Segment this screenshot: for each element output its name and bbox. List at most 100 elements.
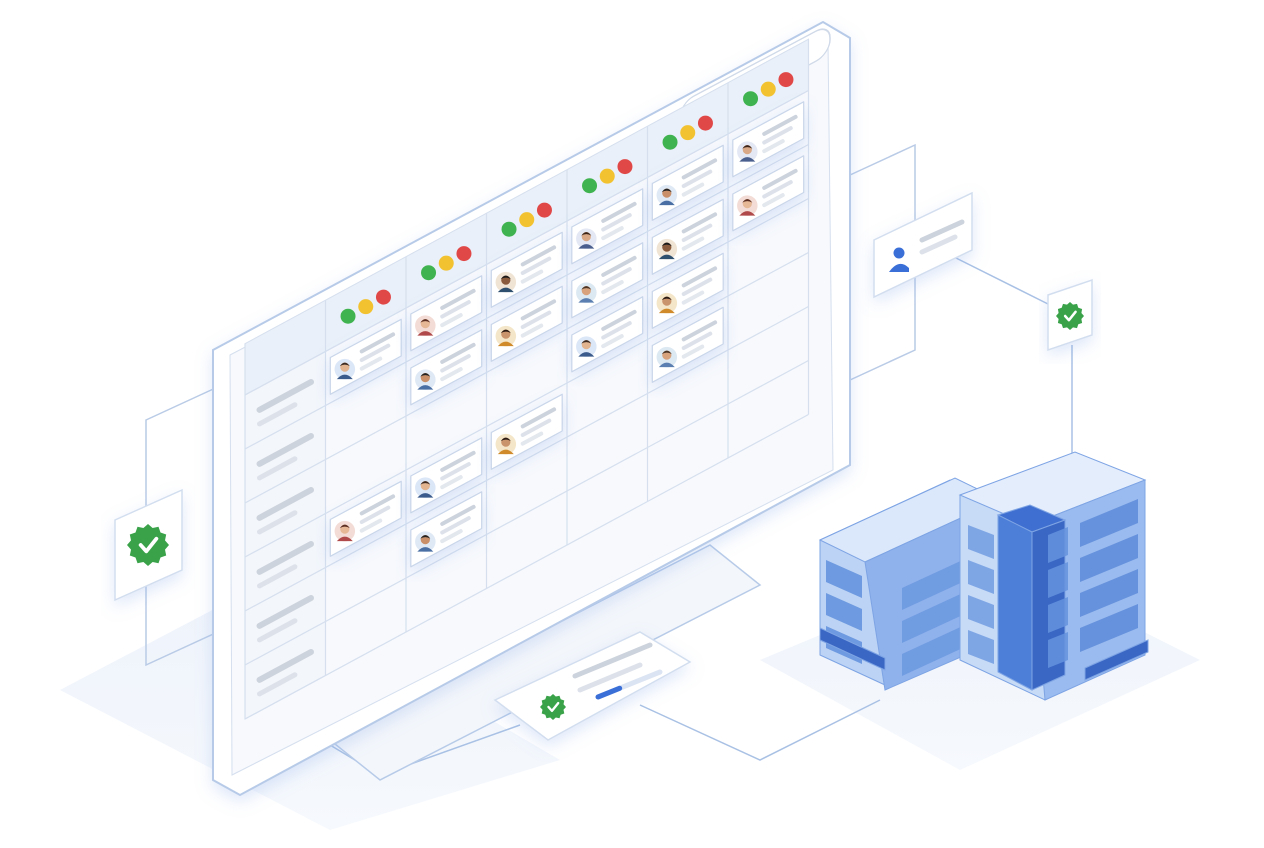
shift-card-line: [762, 126, 793, 145]
shift-card-line: [681, 236, 705, 251]
row-sublabel-placeholder: [256, 402, 298, 427]
avatar-man-1-icon: [333, 357, 357, 381]
shift-card[interactable]: [732, 101, 805, 178]
shift-card-line: [681, 290, 705, 305]
shift-card[interactable]: [571, 296, 644, 373]
window: [1048, 632, 1068, 668]
shift-card[interactable]: [410, 275, 483, 352]
window: [1048, 597, 1068, 633]
shift-card[interactable]: [651, 144, 724, 221]
shift-card[interactable]: [732, 155, 805, 232]
row-label-placeholder: [256, 595, 315, 629]
window: [968, 560, 994, 594]
status-dot-yellow: [760, 81, 776, 97]
row-sublabel-placeholder: [256, 456, 298, 481]
avatar-man-3-icon: [494, 270, 518, 294]
status-dot-green: [743, 91, 759, 107]
shift-confirmation-card[interactable]: [493, 631, 692, 741]
row-label-placeholder: [256, 649, 315, 683]
status-dot-red: [456, 246, 472, 262]
shift-card[interactable]: [571, 188, 644, 265]
building-glass-column-front: [997, 514, 1033, 691]
avatar-hair: [661, 188, 672, 193]
shift-card[interactable]: [410, 329, 483, 406]
window: [1048, 562, 1068, 598]
office-building: [818, 451, 1149, 701]
row-label-placeholder: [256, 379, 315, 413]
shift-card[interactable]: [490, 285, 563, 362]
shift-card-line: [601, 280, 624, 295]
status-dot-green: [421, 265, 437, 281]
avatar-hair: [661, 296, 672, 301]
shift-card-line: [762, 139, 785, 154]
left-verified-card: [114, 488, 183, 602]
profile-card-line: [919, 234, 958, 255]
shift-card-line: [762, 168, 798, 190]
shift-card-line: [440, 529, 463, 544]
profile-card-body[interactable]: [873, 191, 973, 299]
shift-card[interactable]: [410, 437, 483, 514]
shift-card-line: [601, 255, 637, 277]
shift-card-line: [601, 213, 632, 232]
shift-card-line: [601, 267, 632, 286]
shift-card-line: [359, 343, 391, 363]
shift-card-line: [440, 342, 476, 364]
avatar-shoulders: [497, 341, 514, 347]
status-dot-yellow: [438, 255, 454, 271]
status-dot-yellow: [680, 125, 696, 141]
avatar-hair: [742, 199, 753, 203]
shift-card[interactable]: [490, 393, 563, 470]
avatar-woman-3-icon: [735, 139, 760, 164]
badge-seal: [1056, 302, 1084, 330]
shift-card-line: [359, 356, 383, 371]
row-sublabel-placeholder: [256, 618, 298, 643]
shift-card[interactable]: [329, 480, 402, 557]
avatar-hair: [420, 535, 431, 539]
profile-card[interactable]: [873, 191, 973, 299]
shift-card[interactable]: [651, 306, 724, 383]
badge-seal: [127, 524, 169, 566]
window: [826, 593, 862, 631]
avatar-shoulders: [336, 536, 353, 542]
window: [968, 595, 994, 629]
shift-card-line: [601, 321, 632, 340]
status-dot-green: [501, 221, 517, 237]
avatar-woman-3-icon: [574, 226, 599, 251]
avatar-woman-2-icon: [655, 291, 679, 315]
shift-card-line: [601, 309, 637, 331]
shift-card[interactable]: [571, 242, 644, 319]
shift-card-line: [440, 504, 476, 526]
avatar-hair: [420, 373, 431, 377]
avatar-woman-2-icon: [494, 432, 518, 456]
avatar-hair: [742, 145, 753, 149]
shift-card-line: [520, 256, 552, 276]
shift-card-line: [440, 354, 471, 373]
grid-row-line: [244, 143, 809, 450]
avatar-shoulders: [497, 287, 514, 293]
user-icon-body: [889, 263, 909, 272]
shift-card[interactable]: [329, 318, 402, 395]
window: [968, 630, 994, 664]
avatar-hair: [500, 275, 511, 280]
avatar-shoulders: [658, 254, 675, 260]
avatar-shoulders: [578, 244, 595, 249]
shift-card[interactable]: [651, 198, 724, 275]
shift-card-line: [681, 277, 713, 297]
shift-card[interactable]: [651, 252, 724, 329]
shift-card[interactable]: [410, 491, 483, 568]
avatar-hair: [500, 437, 511, 442]
avatar-shoulders: [658, 308, 675, 314]
avatar-hair: [581, 286, 592, 290]
user-icon-head: [893, 247, 905, 259]
grid-row-line: [244, 305, 809, 612]
shift-card[interactable]: [490, 231, 563, 308]
shift-card-line: [440, 367, 463, 382]
shift-card-line: [681, 182, 705, 197]
verified-check-icon: [1056, 302, 1084, 330]
shift-card-line: [681, 212, 718, 234]
status-dot-green: [340, 308, 356, 324]
shift-card-line: [681, 158, 718, 180]
avatar-shoulders: [417, 547, 434, 552]
shift-card-line: [762, 180, 793, 199]
avatar-man-2-icon: [413, 529, 438, 554]
